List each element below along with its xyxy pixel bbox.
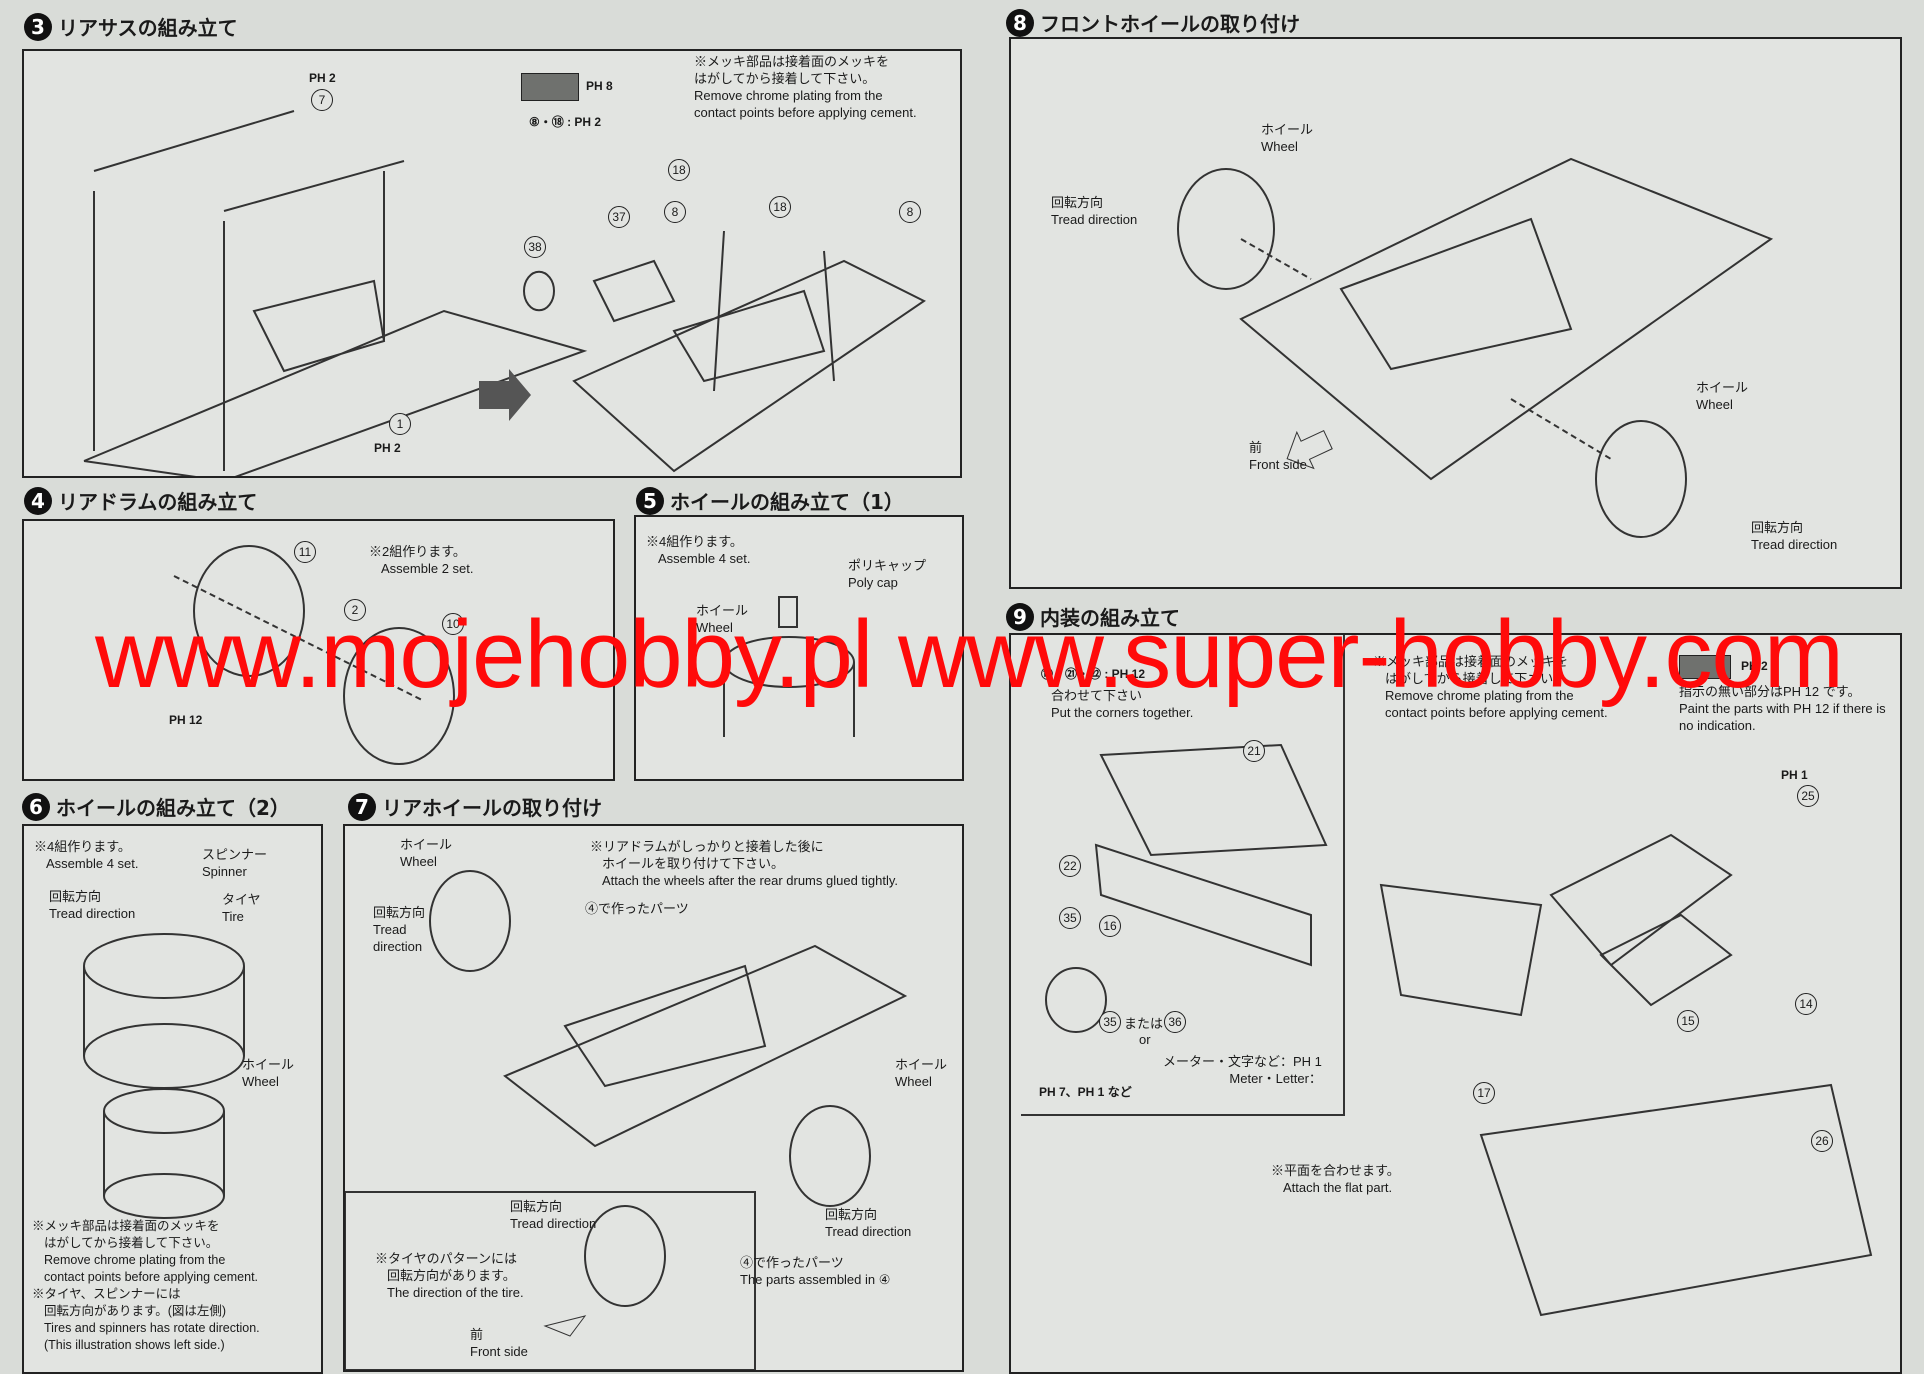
rear-wheel-illustration <box>345 870 908 1370</box>
part-callout: 18 <box>769 196 791 218</box>
chrome-note: ※メッキ部品は接着面のメッキをはがしてから接着して下さい。Remove chro… <box>32 1219 260 1352</box>
rear-drum-illustration <box>173 545 455 765</box>
watermark: www.mojehobby.pl www.super-hobby.com <box>95 601 1844 708</box>
part-callout: 22 <box>1059 855 1081 877</box>
parts-paint-label: ⑯・㉑・㉒ : PH 12 <box>1041 667 1146 681</box>
or-label-en: or <box>1139 1032 1151 1047</box>
assemble-note: ※4組作ります。Assemble 4 set. <box>646 534 751 566</box>
color-swatch <box>1679 655 1731 679</box>
part-callout: 21 <box>1243 740 1265 762</box>
paint-code: PH 12 <box>169 713 203 727</box>
assemble-note: ※4組作ります。Assemble 4 set. <box>34 839 139 871</box>
attach-note: ※リアドラムがしっかりと接着した後にホイールを取り付けて下さい。Attach t… <box>590 839 899 888</box>
tire-wheel-illustration <box>83 933 245 1219</box>
part-callout: 2 <box>344 599 366 621</box>
tire-direction-note: ※タイヤのパターンには回転方向があります。The direction of th… <box>375 1251 524 1300</box>
part-callout: 38 <box>524 236 546 258</box>
part-callout: 35 <box>1099 1011 1121 1033</box>
part-callout: 11 <box>294 541 316 563</box>
swatch-label: PH 2 <box>1741 659 1768 673</box>
interior-illustration <box>1021 635 1873 1317</box>
chrome-note: ※メッキ部品は接着面のメッキをはがしてから接着して下さい。Remove chro… <box>694 54 917 120</box>
part-callout: 14 <box>1795 993 1817 1015</box>
part-callout: 35 <box>1059 907 1081 929</box>
part-callout: 18 <box>668 159 690 181</box>
arrow-icon <box>479 369 531 421</box>
paint-code: PH 2 <box>309 71 336 85</box>
step-3-panel: 7 PH 2 1 PH 2 PH 8 ⑧・⑱ : PH 2 ※メッキ部品は接着面… <box>22 49 962 478</box>
front-wheel-illustration <box>1177 157 1774 538</box>
part-callout: 16 <box>1099 915 1121 937</box>
chrome-note: ※メッキ部品は接着面のメッキをはがしてから接着して下さい。Remove chro… <box>1373 654 1608 720</box>
seat-paint-code: PH 1 <box>1781 768 1808 782</box>
paint-note: 指示の無い部分はPH 12 です。Paint the parts with PH… <box>1679 684 1886 733</box>
steering-paint-code: PH 7、PH 1 など <box>1039 1085 1132 1099</box>
part-callout: 1 <box>389 413 411 435</box>
part-callout: 25 <box>1797 785 1819 807</box>
parts-paint-label: ⑧・⑱ : PH 2 <box>529 115 602 129</box>
assemble-note: ※2組作ります。Assemble 2 set. <box>369 544 474 576</box>
step-4-panel: 11 2 10 PH 12 ※2組作ります。Assemble 2 set. <box>22 519 615 781</box>
part-callout: 37 <box>608 206 630 228</box>
part-callout: 26 <box>1811 1130 1833 1152</box>
flat-part-note: ※平面を合わせます。Attach the flat part. <box>1271 1163 1400 1195</box>
parts-from-step4-label: ④で作ったパーツ <box>585 901 689 916</box>
or-label: または <box>1124 1016 1164 1031</box>
rear-suspension-illustration <box>83 110 926 476</box>
paint-code: PH 2 <box>374 441 401 455</box>
swatch-label: PH 8 <box>586 79 613 93</box>
part-callout: 17 <box>1473 1082 1495 1104</box>
front-arrow-icon <box>1286 429 1333 470</box>
part-callout: 7 <box>311 89 333 111</box>
part-callout: 8 <box>899 201 921 223</box>
part-callout: 36 <box>1164 1011 1186 1033</box>
part-callout: 10 <box>442 613 464 635</box>
color-swatch <box>521 73 579 101</box>
part-callout: 8 <box>664 201 686 223</box>
part-callout: 15 <box>1677 1010 1699 1032</box>
wheel-polycap-illustration <box>723 596 855 737</box>
